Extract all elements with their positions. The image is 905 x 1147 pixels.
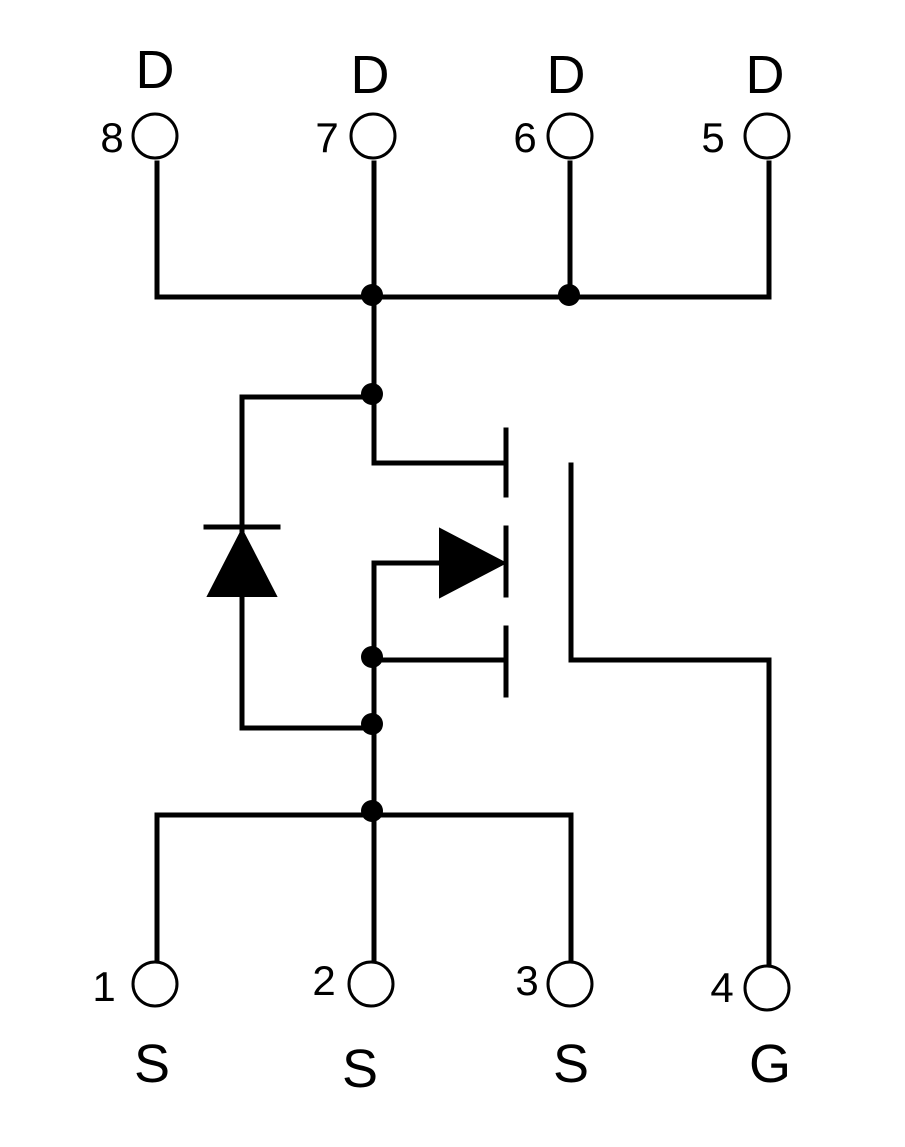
pin-7-group: D 7 xyxy=(315,45,397,161)
junction-dot xyxy=(361,713,383,735)
pin-2-group: 2 S xyxy=(312,957,395,1099)
pin-3-group: 3 S xyxy=(515,957,594,1094)
pin-4-number: 4 xyxy=(710,964,733,1011)
pin-2-pad[interactable] xyxy=(347,960,395,1008)
pin-3-name: S xyxy=(553,1034,589,1094)
source-bus xyxy=(154,812,574,963)
pin-5-group: D 5 xyxy=(701,45,791,161)
pin-8-pad[interactable] xyxy=(131,112,179,160)
pin-7-name: D xyxy=(351,45,390,105)
body-diode xyxy=(203,394,377,731)
pin-2-name: S xyxy=(342,1039,378,1099)
body-connection-wire xyxy=(371,560,443,661)
pin-6-name: D xyxy=(547,45,586,105)
pin-1-pad[interactable] xyxy=(131,960,179,1008)
drain-bus xyxy=(154,160,772,300)
body-arrow xyxy=(371,527,508,661)
pin-1-name: S xyxy=(134,1034,170,1094)
diode-triangle xyxy=(206,527,278,597)
pin-8-number: 8 xyxy=(100,114,123,161)
pin-1-group: 1 S xyxy=(92,960,179,1094)
body-arrow-icon xyxy=(439,527,508,599)
junction-dot xyxy=(558,284,580,306)
pin-7-pad[interactable] xyxy=(349,112,397,160)
diode-loop-wire xyxy=(239,394,377,731)
pin-7-number: 7 xyxy=(315,114,338,161)
pin-4-name: G xyxy=(749,1034,791,1094)
drain-net xyxy=(154,160,772,466)
pin-2-number: 2 xyxy=(312,957,335,1004)
source-net xyxy=(154,646,574,963)
pin-8-group: D 8 xyxy=(100,40,179,161)
pin-3-number: 3 xyxy=(515,957,538,1004)
pin-6-number: 6 xyxy=(513,114,536,161)
pin-6-pad[interactable] xyxy=(546,112,594,160)
junction-dot xyxy=(361,383,383,405)
pin-5-pad[interactable] xyxy=(743,112,791,160)
pin-8-name: D xyxy=(136,40,175,100)
junction-dot xyxy=(361,284,383,306)
pin-5-number: 5 xyxy=(701,114,724,161)
pin-3-pad[interactable] xyxy=(546,960,594,1008)
pin-4-group: 4 G xyxy=(710,964,791,1094)
pin-6-group: D 6 xyxy=(513,45,594,161)
pin-5-name: D xyxy=(746,45,785,105)
pin-4-pad[interactable] xyxy=(743,964,791,1012)
gate-net xyxy=(568,462,772,968)
gate-wire xyxy=(568,462,772,968)
junction-dot xyxy=(361,800,383,822)
junction-dot xyxy=(361,646,383,668)
pin-1-number: 1 xyxy=(92,963,115,1010)
